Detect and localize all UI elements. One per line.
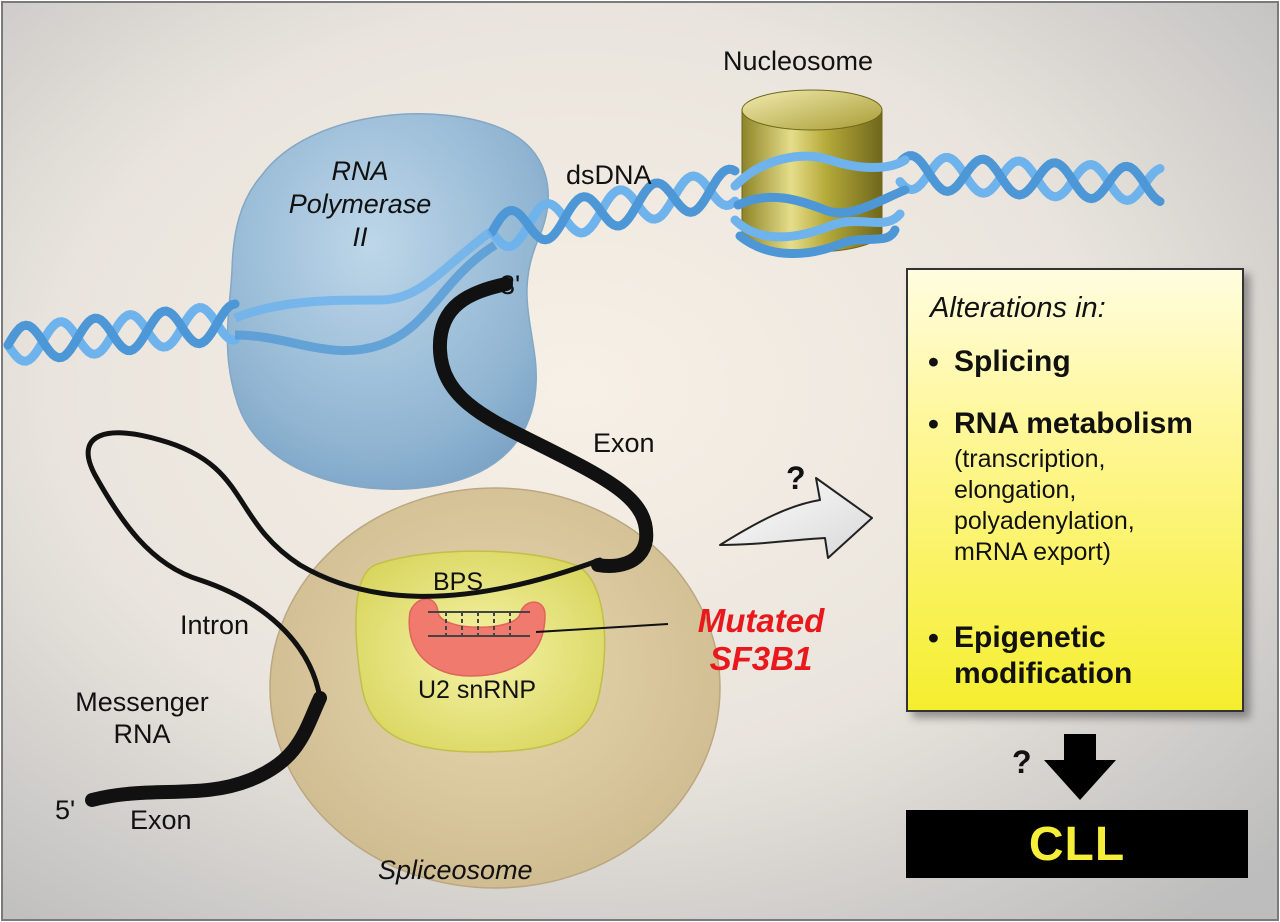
dsdna-strand: [3, 303, 240, 366]
nucleosome-wrap-strand: [735, 225, 900, 259]
sf3b1-pointer-line: [535, 623, 669, 633]
rna-polymerase-label: RNA Polymerase II: [280, 155, 440, 254]
mutated-sf3b1-label-line2: SF3B1: [709, 640, 813, 677]
bps-label: BPS: [433, 568, 484, 596]
rna-metabolism-sub-3: polyadenylation,: [954, 507, 1135, 535]
rna-polymerase-label-line3: II: [352, 222, 368, 252]
item-splicing: Splicing: [954, 345, 1071, 378]
three-prime-label: 3': [500, 270, 521, 300]
exon-strand-lower: [85, 691, 327, 807]
item-rna-metabolism: RNA metabolism: [954, 407, 1193, 440]
alterations-title: Alterations in:: [930, 292, 1106, 324]
dsdna-strand: [895, 151, 1165, 206]
nucleosome-wrap-strand: [730, 151, 910, 191]
nucleosome-wrap-strand: [730, 209, 905, 242]
bullet-rna-metabolism: •: [928, 406, 939, 441]
rna-metabolism-sub-4: mRNA export): [954, 538, 1111, 566]
item-epigenetic-line2: modification: [954, 657, 1133, 690]
nucleosome-label: Nucleosome: [723, 46, 874, 76]
rna-metabolism-sub-2: elongation,: [954, 476, 1077, 504]
dsdna-strand: [3, 299, 240, 363]
mutated-sf3b1-label-line1: Mutated: [697, 602, 825, 639]
dsdna-unwound-strand: [233, 228, 493, 323]
cll-label: CLL: [1028, 817, 1126, 871]
bullet-epigenetic: •: [928, 620, 939, 655]
dsdna-label: dsDNA: [566, 160, 652, 190]
alterations-box: Alterations in: • Splicing • RNA metabol…: [906, 268, 1244, 712]
bullet-splicing: •: [928, 344, 939, 379]
rna-polymerase-label-line2: Polymerase: [288, 189, 432, 219]
dsdna-strand: [487, 171, 740, 252]
arrow-to-alterations: [719, 477, 873, 559]
rna-metabolism-sub-1: (transcription,: [954, 445, 1106, 473]
cll-box: CLL: [906, 810, 1248, 878]
dsdna-strand: [895, 152, 1165, 206]
five-prime-label: 5': [55, 795, 76, 825]
exon-lower-label: Exon: [130, 805, 192, 835]
bps-base-pairing: [428, 611, 530, 637]
intron-label: Intron: [180, 610, 250, 640]
exon-strand-upper: [432, 277, 654, 573]
dsdna-unwound-strand: [234, 241, 498, 356]
arrow-to-cll: [1044, 734, 1116, 800]
question-mark-lower: ?: [1012, 744, 1032, 780]
nucleosome-wrap-strand: [733, 185, 910, 218]
question-mark-upper: ?: [786, 460, 806, 496]
intron-strand: [85, 430, 603, 701]
rna-polymerase-label-line1: RNA: [331, 156, 389, 186]
messenger-rna-label-line2: RNA: [113, 719, 171, 749]
dsdna-strand: [487, 164, 740, 245]
mutated-sf3b1-label: Mutated SF3B1: [676, 602, 846, 678]
u2-snrnp-label: U2 snRNP: [418, 676, 537, 704]
nucleosome-dna-wrap: [730, 151, 910, 259]
dsdna-helix: [3, 151, 1165, 366]
exon-upper-label: Exon: [593, 428, 655, 458]
messenger-rna-label-line1: Messenger: [75, 687, 209, 717]
messenger-rna-label: Messenger RNA: [62, 686, 222, 750]
spliceosome-label: Spliceosome: [378, 855, 533, 885]
item-epigenetic-line1: Epigenetic: [954, 621, 1106, 654]
